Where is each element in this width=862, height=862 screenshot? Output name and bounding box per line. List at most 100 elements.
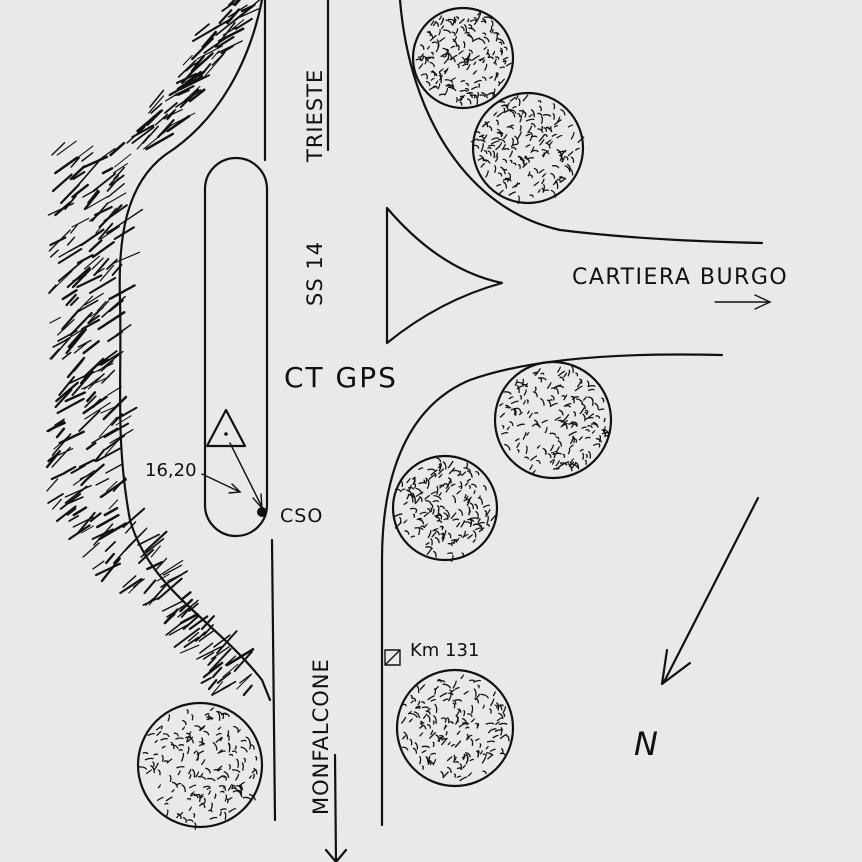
tree-scribble xyxy=(561,395,566,398)
tree-scribble xyxy=(525,144,531,148)
tree-scribble xyxy=(565,404,571,408)
tree-scribble xyxy=(509,159,513,164)
tree-scribble xyxy=(508,124,515,128)
hatch-stroke xyxy=(97,358,109,366)
hatch-stroke xyxy=(101,167,114,175)
tree-1 xyxy=(411,6,515,110)
tree-scribble xyxy=(498,722,508,726)
tree-scribble xyxy=(464,533,469,538)
hatch-stroke xyxy=(175,72,197,85)
tree-scribble xyxy=(524,382,528,388)
tree-scribble xyxy=(161,745,166,749)
hatch-stroke xyxy=(233,0,241,7)
tree-scribble xyxy=(497,141,503,149)
tree-scribble xyxy=(193,793,201,797)
tree-scribble xyxy=(445,731,448,736)
tree-scribble xyxy=(498,712,504,720)
tree-scribble xyxy=(419,495,423,503)
tree-scribble xyxy=(465,54,470,64)
hatch-stroke xyxy=(164,102,178,114)
tree-scribble xyxy=(458,50,464,55)
hatch-stroke xyxy=(242,684,253,697)
hatch-stroke xyxy=(84,395,97,408)
tree-scribble xyxy=(473,131,481,134)
tree-scribble xyxy=(569,444,575,448)
tree-scribble xyxy=(466,18,470,23)
tree-scribble xyxy=(231,750,238,754)
tree-scribble xyxy=(435,43,440,53)
tree-scribble xyxy=(587,413,595,419)
hatch-stroke xyxy=(114,153,132,168)
survey-marker-triangle xyxy=(205,408,247,448)
hatch-stroke xyxy=(128,578,144,594)
hatch-stroke xyxy=(47,493,64,504)
tree-scribble xyxy=(550,189,557,198)
tree-scribble xyxy=(499,752,506,756)
tree-scribble xyxy=(187,768,192,775)
tree-scribble xyxy=(503,107,506,114)
tree-scribble xyxy=(419,52,425,59)
tree-scribble xyxy=(447,552,454,555)
tree-scribble xyxy=(499,66,506,69)
tree-scribble xyxy=(497,38,505,45)
tree-scribble xyxy=(420,73,425,77)
tree-scribble xyxy=(457,63,460,69)
tree-scribble xyxy=(508,191,516,196)
tree-scribble xyxy=(533,167,539,174)
tree-scribble xyxy=(542,183,546,192)
hatch-stroke xyxy=(65,328,88,355)
hatch-stroke xyxy=(113,543,131,564)
tree-scribble xyxy=(409,493,414,503)
tree-scribble xyxy=(161,754,164,762)
hatch-stroke xyxy=(52,337,71,348)
tree-scribble xyxy=(518,98,521,107)
tree-scribble xyxy=(586,380,590,388)
hatch-stroke xyxy=(159,559,184,576)
tree-scribble xyxy=(587,388,595,392)
tree-scribble xyxy=(487,144,496,147)
tree-scribble xyxy=(426,547,433,556)
lay-by-loop xyxy=(203,156,269,538)
tree-scribble xyxy=(456,775,462,779)
tree-scribble xyxy=(405,489,413,495)
hatch-stroke xyxy=(68,496,84,504)
hatch-stroke xyxy=(57,330,78,342)
tree-scribble xyxy=(466,734,473,739)
tree-scribble xyxy=(518,164,521,170)
tree-scribble xyxy=(432,720,435,725)
tree-scribble xyxy=(417,56,422,61)
tree-scribble xyxy=(202,785,211,789)
tree-scribble xyxy=(505,102,511,108)
tree-scribble xyxy=(484,510,488,516)
tree-scribble xyxy=(532,469,536,475)
hatch-stroke xyxy=(191,37,214,61)
hatch-stroke xyxy=(207,679,218,691)
tree-scribble xyxy=(481,91,489,99)
tree-scribble xyxy=(473,679,482,683)
tree-scribble xyxy=(427,755,431,763)
tree-scribble xyxy=(458,485,463,488)
tree-scribble xyxy=(483,159,491,164)
tree-scribble xyxy=(481,122,487,128)
tree-scribble xyxy=(509,108,517,114)
hatch-stroke xyxy=(70,464,86,475)
tree-scribble xyxy=(470,138,479,143)
tree-scribble xyxy=(395,488,402,493)
tree-scribble xyxy=(206,717,213,721)
hatch-stroke xyxy=(51,141,66,156)
tree-scribble xyxy=(467,506,471,516)
tree-scribble xyxy=(516,385,525,390)
tree-scribble xyxy=(442,461,447,470)
tree-scribble xyxy=(447,693,452,702)
tree-scribble xyxy=(427,758,431,764)
tree-scribble xyxy=(469,19,477,23)
tree-scribble xyxy=(426,708,432,713)
tree-scribble xyxy=(509,421,514,426)
tree-scribble xyxy=(236,789,243,794)
tree-scribble xyxy=(432,528,439,532)
tree-scribble xyxy=(469,94,478,97)
tree-scribble xyxy=(454,18,457,24)
tree-scribble xyxy=(603,434,609,438)
hatch-stroke xyxy=(203,35,230,54)
tree-scribble xyxy=(186,732,191,737)
